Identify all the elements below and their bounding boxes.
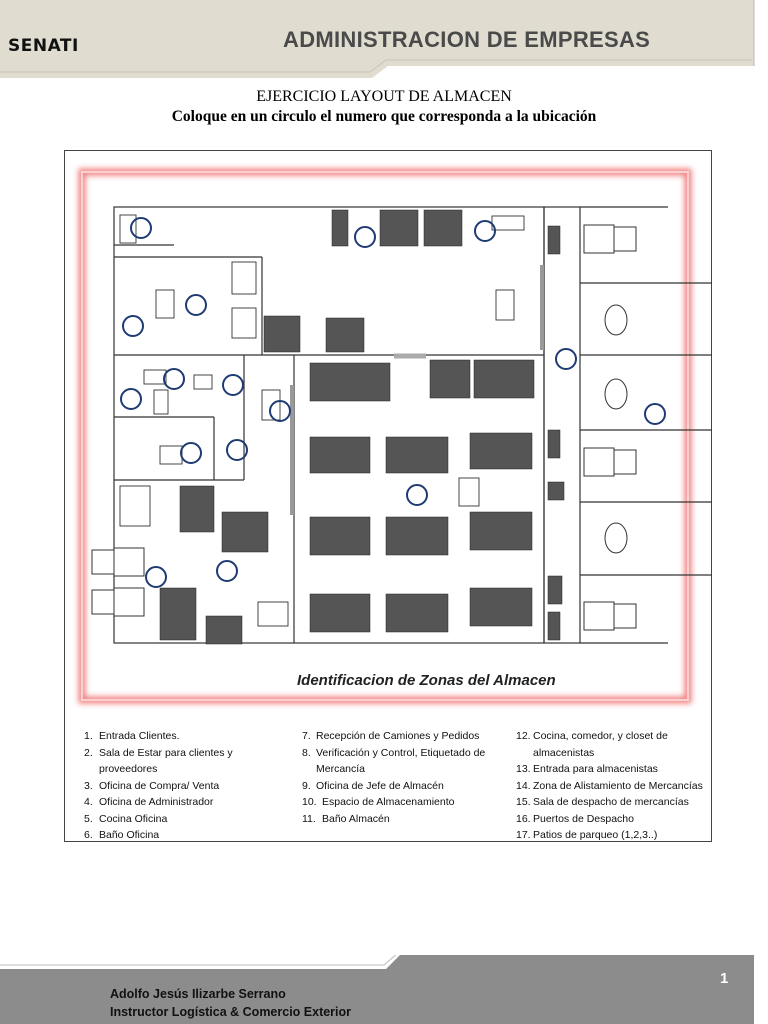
legend-column-3: 12.Cocina, comedor, y closet de almaceni… — [516, 728, 716, 844]
author-name: Adolfo Jesús Ilizarbe Serrano — [110, 987, 286, 1001]
footer-author: Adolfo Jesús Ilizarbe Serrano Instructor… — [110, 985, 351, 1021]
document-title: EJERCICIO LAYOUT DE ALMACEN — [256, 88, 512, 105]
legend-item: 5.Cocina Oficina — [84, 812, 168, 825]
legend-column-1: 1.Entrada Clientes. 2.Sala de Estar para… — [84, 728, 284, 844]
legend-item: 7.Recepción de Camiones y Pedidos — [302, 730, 480, 742]
legend-item: 14.Zona de Alistamiento de Mercancías — [516, 779, 703, 792]
page-number: 1 — [720, 970, 729, 987]
footer-band — [0, 955, 754, 1024]
legend-item: 16.Puertos de Despacho — [516, 812, 634, 825]
legend-item: 17.Patios de parqueo (1,2,3..) — [516, 829, 658, 841]
legend-item: 12.Cocina, comedor, y closet de almaceni… — [516, 730, 668, 759]
legend-item: 2.Sala de Estar para clientes y proveedo… — [84, 746, 233, 776]
header-title: ADMINISTRACION DE EMPRESAS — [283, 27, 651, 52]
legend-item: 8.Verificación y Control, Etiquetado de … — [302, 746, 486, 776]
document-subtitle: Coloque en un circulo el numero que corr… — [171, 108, 597, 125]
legend-item: 15.Sala de despacho de mercancías — [516, 796, 689, 808]
legend-item: 4.Oficina de Administrador — [84, 796, 214, 808]
legend-item: 6.Baño Oficina — [84, 829, 160, 841]
legend-item: 9.Oficina de Jefe de Almacén — [302, 779, 444, 792]
plan-caption: Identificacion de Zonas del Almacen — [297, 672, 556, 689]
legend-item: 11.Baño Almacén — [302, 812, 390, 825]
header-band — [0, 0, 755, 78]
legend-item: 13.Entrada para almacenistas — [516, 763, 658, 775]
author-role: Instructor Logística & Comercio Exterior — [110, 1005, 352, 1019]
warehouse-floor-plan — [64, 150, 712, 842]
senati-logo: SENATI — [8, 36, 79, 56]
legend-column-2: 7.Recepción de Camiones y Pedidos 8.Veri… — [302, 728, 502, 827]
legend-item: 10.Espacio de Almacenamiento — [302, 796, 455, 808]
legend-item: 3.Oficina de Compra/ Venta — [84, 779, 220, 792]
legend-item: 1.Entrada Clientes. — [84, 730, 180, 742]
